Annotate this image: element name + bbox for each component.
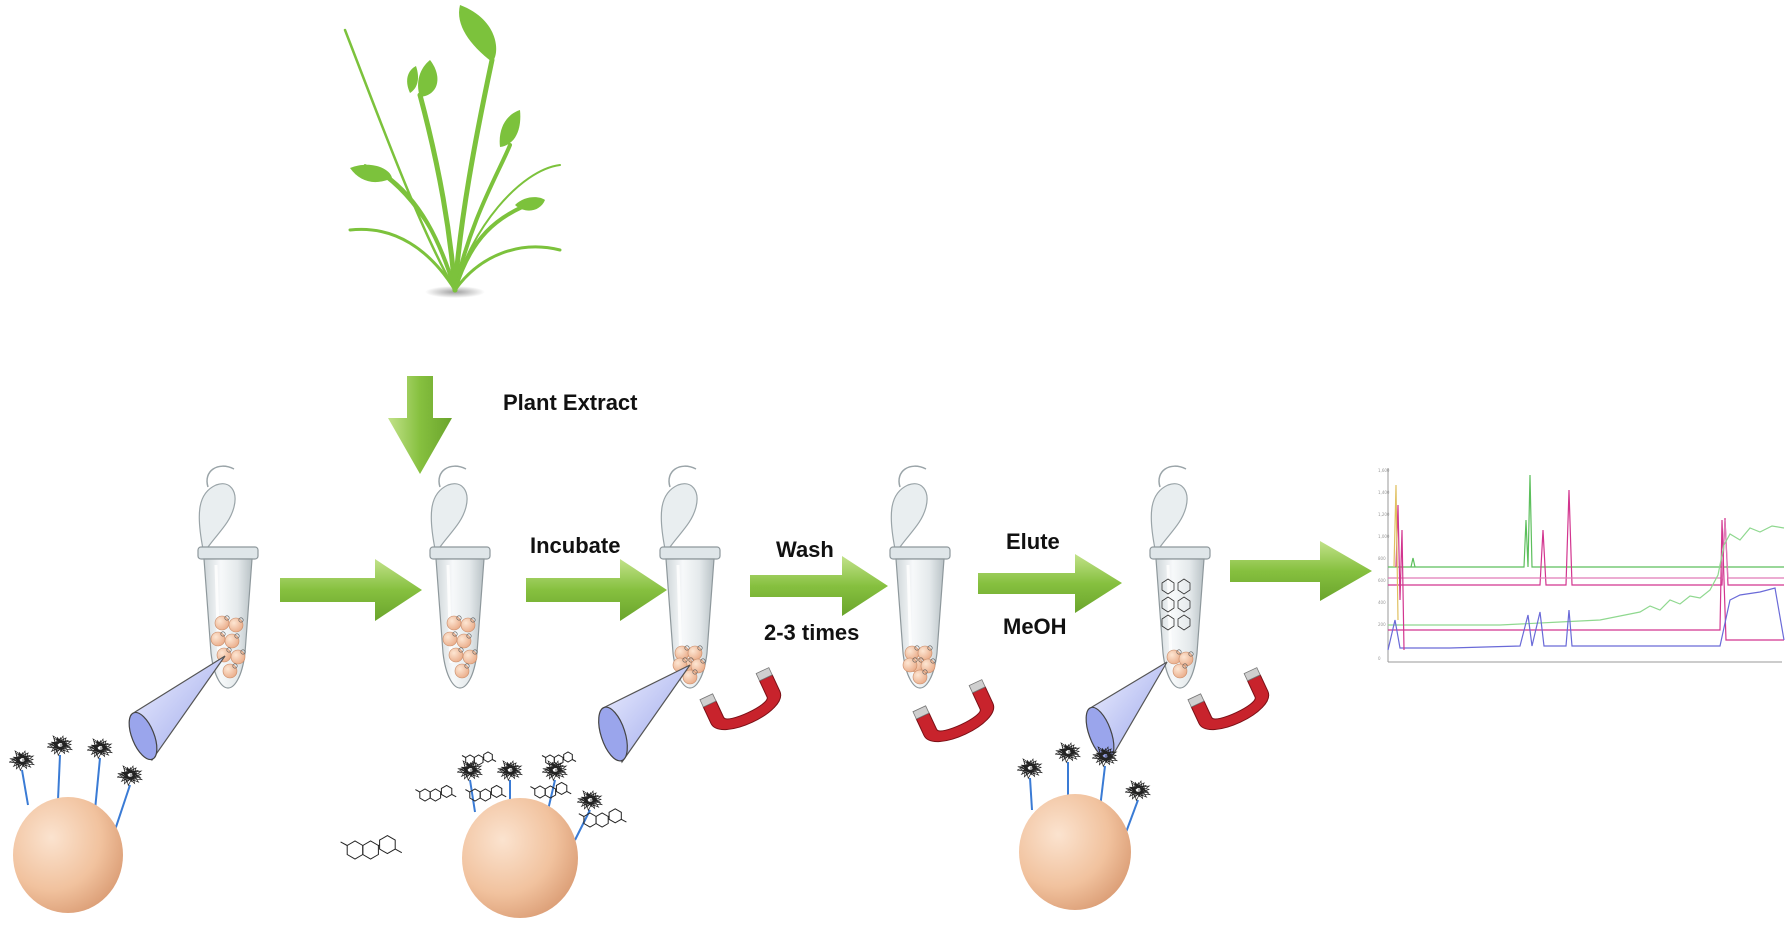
microtube-icon xyxy=(660,466,720,688)
plant-icon xyxy=(345,5,560,298)
svg-text:1,600: 1,600 xyxy=(1378,468,1390,473)
protein-bead-icon xyxy=(457,761,602,918)
protein-structure-icon xyxy=(457,761,482,780)
flavonoid-structure-icon xyxy=(542,752,576,765)
protein-bead-icon xyxy=(9,736,142,913)
magnifier-cone-icon xyxy=(1080,662,1167,762)
microtube-icon xyxy=(198,466,258,688)
arrow-step1-icon xyxy=(280,559,422,621)
elute-label: Elute xyxy=(1006,529,1060,555)
flavonoid-structure-icon xyxy=(462,752,496,765)
flavonoid-structure-icon xyxy=(415,785,456,801)
microtube-icon xyxy=(1150,466,1210,688)
magnifier-cone-icon xyxy=(593,665,690,764)
svg-text:1,000: 1,000 xyxy=(1378,534,1390,539)
magnet-icon xyxy=(1188,668,1275,739)
magnet-icon xyxy=(913,680,1000,751)
chromatogram-icon: 1,600 1,400 1,200 1,000 800 600 400 200 0 xyxy=(1378,468,1784,662)
protein-structure-icon xyxy=(1125,781,1150,800)
protein-structure-icon xyxy=(542,761,567,780)
svg-text:200: 200 xyxy=(1378,622,1386,627)
svg-text:1,400: 1,400 xyxy=(1378,490,1390,495)
protein-structure-icon xyxy=(117,766,142,785)
magnifier-cone-icon xyxy=(123,656,225,763)
wash-label: Wash xyxy=(776,537,834,563)
flavonoid-structure-icon xyxy=(341,836,402,859)
plant-extract-label: Plant Extract xyxy=(503,390,638,416)
protein-structure-icon xyxy=(9,751,34,770)
arrow-incubate-icon xyxy=(526,559,667,621)
microtube-icon xyxy=(890,466,950,688)
down-arrow-icon xyxy=(388,376,452,474)
svg-text:800: 800 xyxy=(1378,556,1386,561)
incubate-label: Incubate xyxy=(530,533,620,559)
svg-text:0: 0 xyxy=(1378,656,1381,661)
svg-text:600: 600 xyxy=(1378,578,1386,583)
arrow-wash-icon xyxy=(750,556,888,616)
magnet-icon xyxy=(700,668,787,739)
protein-structure-icon xyxy=(47,736,72,755)
arrow-elute-icon xyxy=(978,554,1122,613)
eluent-label: MeOH xyxy=(1003,614,1067,640)
protein-structure-icon xyxy=(1055,743,1080,762)
svg-text:1,200: 1,200 xyxy=(1378,512,1390,517)
protein-structure-icon xyxy=(497,761,522,780)
protein-structure-icon xyxy=(87,739,112,758)
protein-structure-icon xyxy=(1017,759,1042,778)
protein-structure-icon xyxy=(577,791,602,810)
wash-repeat-label: 2-3 times xyxy=(764,620,859,646)
protein-bead-icon xyxy=(1017,743,1150,910)
microtube-icon xyxy=(430,466,490,688)
arrow-to-chromatogram-icon xyxy=(1230,541,1372,601)
svg-text:400: 400 xyxy=(1378,600,1386,605)
